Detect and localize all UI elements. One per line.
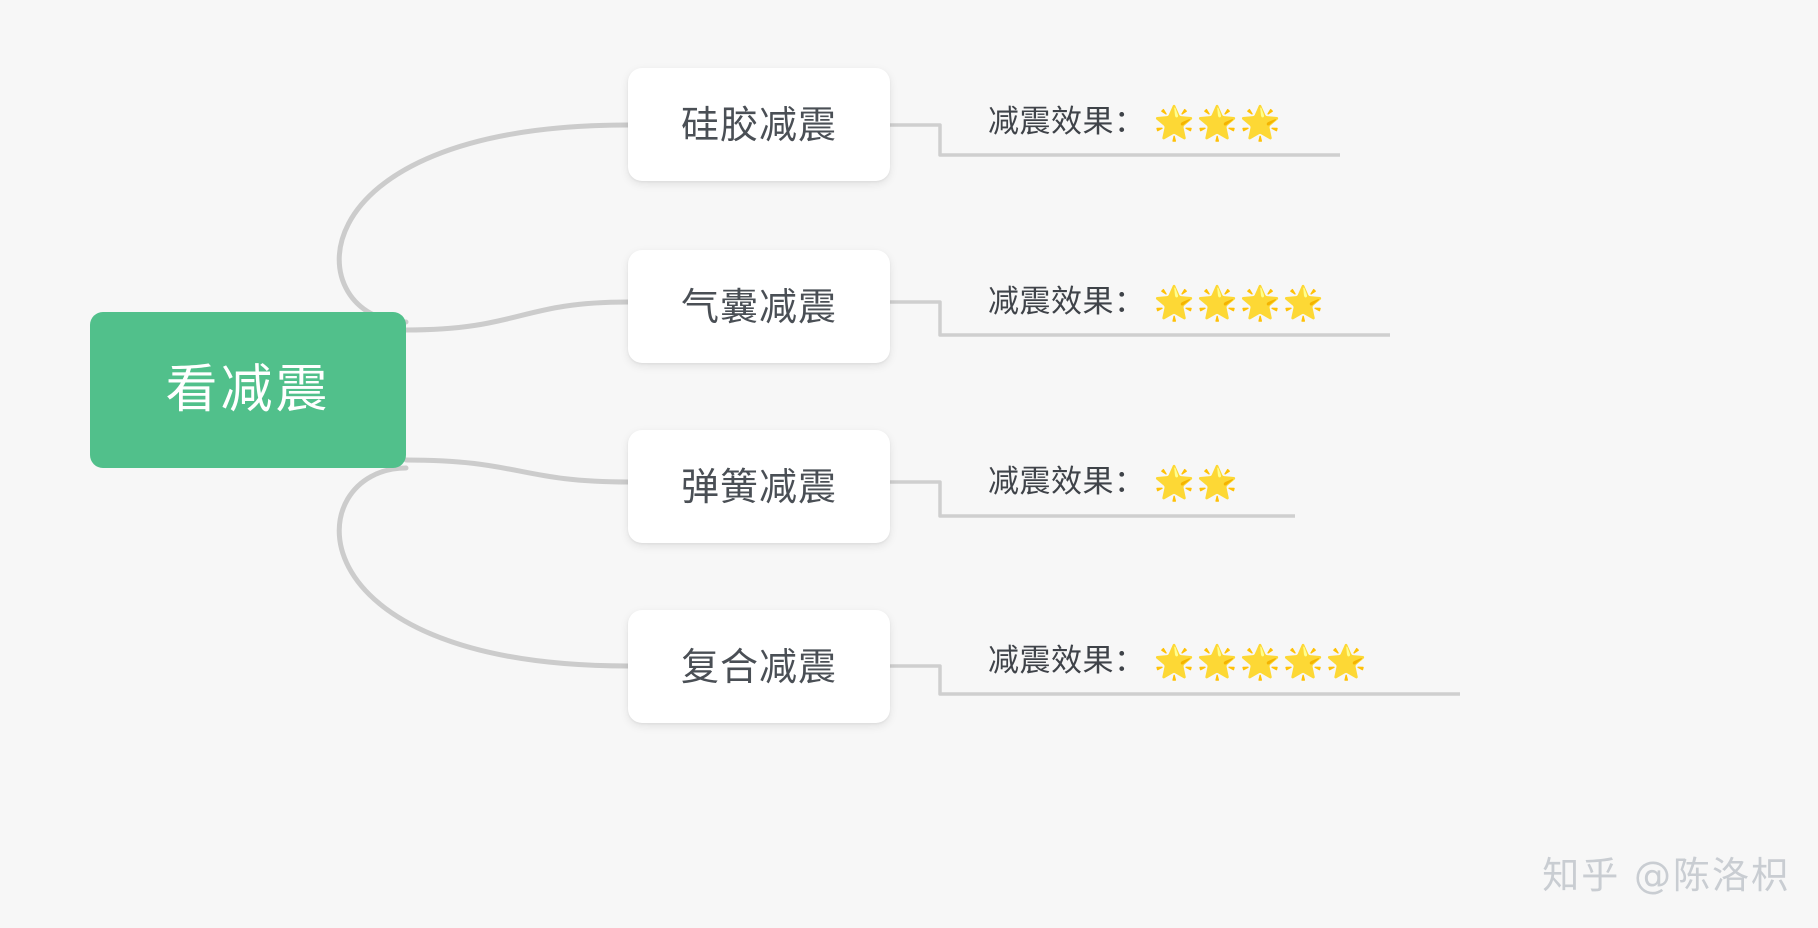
topic-card-label: 复合减震 bbox=[680, 644, 837, 689]
leaf-label: 减震效果： bbox=[988, 643, 1146, 679]
topic-card-label: 弹簧减震 bbox=[680, 464, 837, 509]
topic-card-1[interactable]: 硅胶减震 bbox=[628, 68, 890, 181]
topic-card-3[interactable]: 弹簧减震 bbox=[628, 430, 890, 543]
link-root-to-card-2 bbox=[403, 299, 631, 333]
star-rating-icons: 🌟🌟🌟🌟🌟 bbox=[1153, 642, 1369, 681]
leaf-label: 减震效果： bbox=[988, 284, 1146, 320]
watermark: 知乎 @陈洛枳 bbox=[1542, 854, 1790, 897]
topic-card-4[interactable]: 复合减震 bbox=[628, 610, 890, 723]
leaf-label: 减震效果： bbox=[988, 104, 1146, 140]
leaf-node-2[interactable]: 减震效果： 🌟🌟🌟🌟 bbox=[988, 286, 1326, 319]
root-node-label: 看减震 bbox=[165, 360, 331, 420]
topic-card-2[interactable]: 气囊减震 bbox=[628, 250, 890, 363]
star-rating-icons: 🌟🌟🌟🌟 bbox=[1153, 283, 1326, 322]
link-root-to-card-3 bbox=[403, 457, 631, 485]
leaf-node-1[interactable]: 减震效果： 🌟🌟🌟 bbox=[988, 106, 1283, 139]
topic-card-label: 气囊减震 bbox=[680, 284, 837, 329]
link-root-to-card-1 bbox=[336, 122, 631, 325]
star-rating-icons: 🌟🌟 bbox=[1153, 463, 1240, 502]
leaf-label: 减震效果： bbox=[988, 464, 1146, 500]
leaf-node-4[interactable]: 减震效果： 🌟🌟🌟🌟🌟 bbox=[988, 645, 1369, 678]
star-rating-icons: 🌟🌟🌟 bbox=[1153, 103, 1283, 142]
root-node[interactable]: 看减震 bbox=[90, 312, 406, 468]
topic-card-label: 硅胶减震 bbox=[680, 102, 837, 147]
leaf-node-3[interactable]: 减震效果： 🌟🌟 bbox=[988, 466, 1240, 499]
link-root-to-card-4 bbox=[336, 465, 631, 669]
